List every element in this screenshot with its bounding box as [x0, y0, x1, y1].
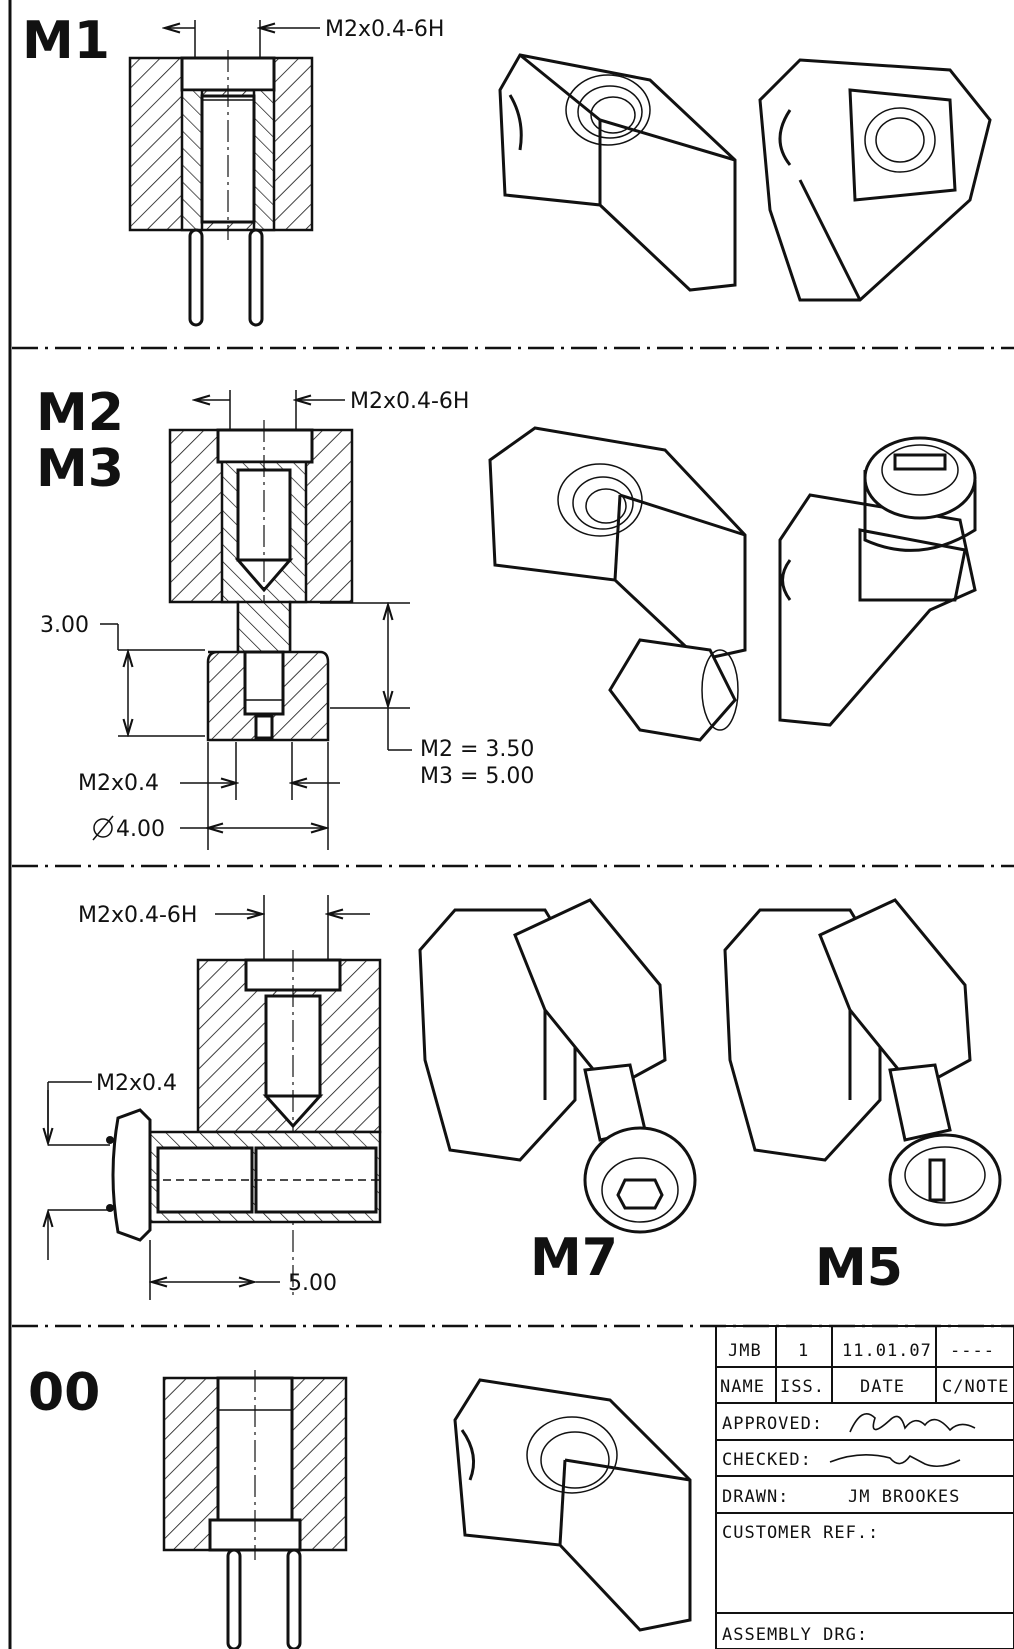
dim-height: 3.00: [40, 613, 89, 638]
label-m2: M2: [36, 383, 124, 443]
tb-approved: APPROVED:: [722, 1414, 823, 1434]
tb-checked: CHECKED:: [722, 1450, 812, 1470]
tb-assembly-drg: ASSEMBLY DRG:: [722, 1625, 868, 1645]
tb-hdr-cnote: C/NOTE: [942, 1377, 1009, 1397]
label-m1: M1: [22, 11, 110, 71]
label-m3: M3: [36, 439, 124, 499]
m7m5-thread-callout: M2x0.4-6H: [78, 903, 197, 928]
m1-thread-callout: M2x0.4-6H: [325, 17, 444, 42]
m2m3-thread-callout: M2x0.4-6H: [350, 389, 469, 414]
tb-rev-date: 11.01.07: [842, 1341, 932, 1361]
tb-hdr-iss: ISS.: [780, 1377, 825, 1397]
s00-iso-socket: [453, 1378, 692, 1632]
m1-iso-socket-front: [498, 53, 737, 292]
m2m3-iso-socket-front: [488, 426, 747, 742]
dim-thread: M2x0.4: [78, 771, 159, 796]
dim-m3: M3 = 5.00: [420, 764, 534, 789]
diameter-symbol-icon: [92, 815, 114, 841]
tb-drawn: DRAWN:: [722, 1487, 789, 1507]
label-00: 00: [28, 1363, 100, 1423]
section-m7-m5: M2x0.4-6H M2x0.4 5.00: [48, 895, 1002, 1300]
label-m5: M5: [815, 1238, 903, 1298]
m5-iso-assembly: [723, 898, 1002, 1227]
tb-rev-issue: 1: [798, 1341, 809, 1361]
tb-rev-cnote: ----: [950, 1341, 995, 1361]
section-00: 00: [28, 1363, 692, 1649]
title-block: JMB 1 11.01.07 ---- NAME ISS. DATE C/NOT…: [715, 1325, 1014, 1649]
dim-diameter: 4.00: [116, 817, 165, 842]
tb-hdr-name: NAME: [720, 1377, 765, 1397]
label-m7: M7: [530, 1228, 618, 1288]
m1-iso-socket-back: [758, 58, 992, 302]
m7-iso-assembly: [418, 898, 697, 1234]
side-thread: M2x0.4: [96, 1071, 177, 1096]
tb-hdr-date: DATE: [860, 1377, 905, 1397]
tb-rev-initials: JMB: [728, 1341, 762, 1361]
dim-length: 5.00: [288, 1271, 337, 1296]
section-m2-m3: M2 M3 M2x0.4-6H 3.00 M2 = 3.50: [36, 383, 977, 850]
tb-drawn-by: JM BROOKES: [848, 1487, 960, 1507]
dim-m2: M2 = 3.50: [420, 737, 534, 762]
section-m1: M1 M2x0.4-6H: [22, 11, 992, 327]
handwritten-signature: [849, 1413, 976, 1433]
tb-customer-ref: CUSTOMER REF.:: [722, 1523, 879, 1543]
m2m3-iso-socket-back: [778, 436, 977, 727]
